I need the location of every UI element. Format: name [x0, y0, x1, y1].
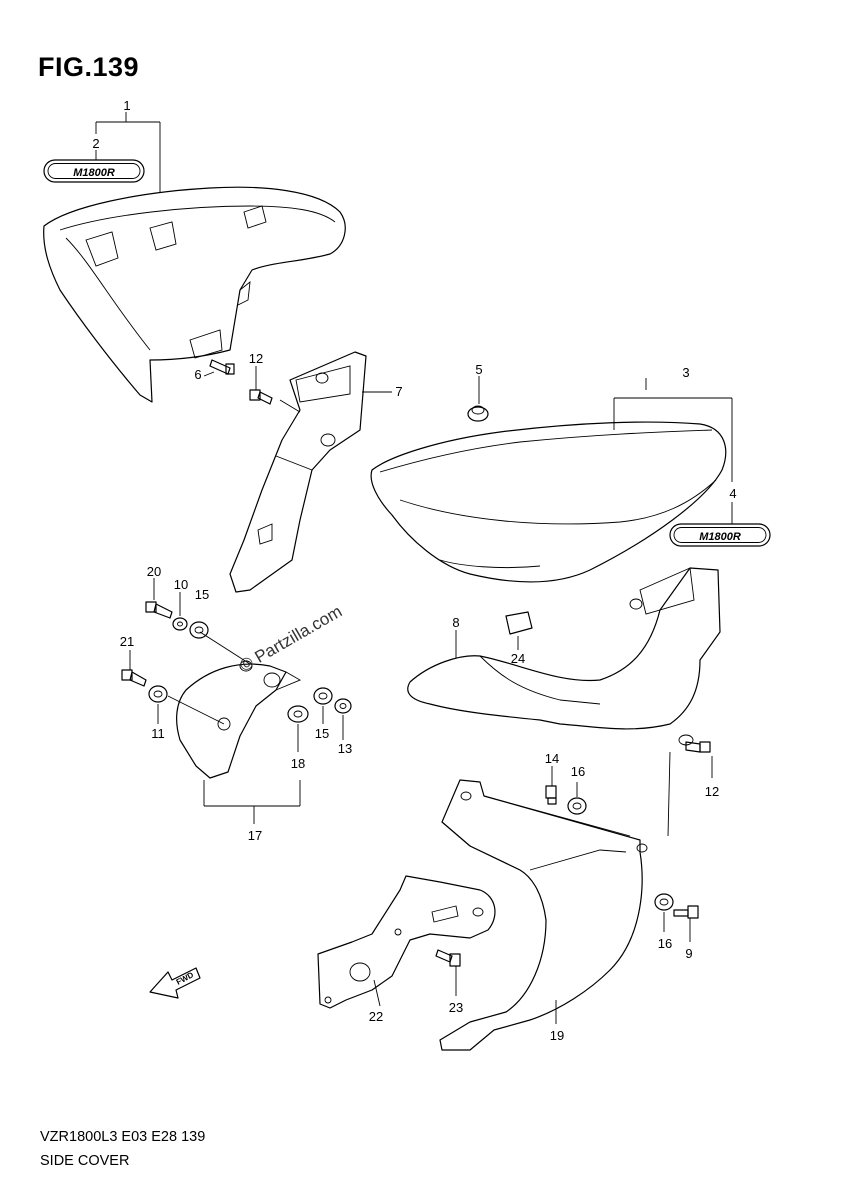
callout-6: 6 [194, 367, 201, 382]
callout-18: 18 [291, 756, 305, 771]
part-2-emblem[interactable]: M1800R [43, 159, 145, 183]
callout-labels: 1 2 3 4 5 6 7 8 9 10 11 12 12 13 14 15 1… [92, 98, 736, 1043]
callout-13: 13 [338, 741, 352, 756]
callout-24: 24 [511, 651, 525, 666]
callout-12-top: 12 [249, 351, 263, 366]
footer-model-line: VZR1800L3 E03 E28 139 [40, 1129, 206, 1145]
part-5-grommet[interactable] [467, 405, 489, 422]
callout-11: 11 [151, 726, 165, 741]
callout-14: 14 [545, 751, 559, 766]
callout-7: 7 [395, 384, 402, 399]
fwd-label: FWD [175, 970, 196, 987]
callout-4: 4 [729, 486, 736, 501]
part-18-washer[interactable] [287, 705, 309, 723]
part-4-emblem[interactable]: M1800R [669, 523, 771, 547]
callout-9: 9 [685, 946, 692, 961]
callout-19: 19 [550, 1028, 564, 1043]
figure-title: FIG.139 [38, 52, 140, 82]
leader-lines [95, 112, 733, 1024]
callout-21: 21 [120, 634, 134, 649]
part-15b-grommet[interactable] [313, 687, 333, 705]
part-12a-bolt[interactable] [249, 389, 273, 405]
part-7-bracket[interactable] [229, 351, 367, 593]
callout-20: 20 [147, 564, 161, 579]
part-16a-grommet[interactable] [567, 797, 587, 815]
fwd-arrow-icon: FWD [149, 967, 201, 999]
callout-15-right: 15 [315, 726, 329, 741]
part-1-side-cover-left[interactable] [43, 186, 346, 403]
part-13-collar[interactable] [334, 698, 352, 714]
emblem-text-top: M1800R [73, 167, 115, 179]
part-6-screw[interactable] [209, 359, 235, 375]
emblem-text-right: M1800R [699, 531, 741, 543]
callout-17: 17 [248, 828, 262, 843]
part-22-plate[interactable] [317, 875, 496, 1009]
callout-22: 22 [369, 1009, 383, 1024]
part-23-bolt[interactable] [435, 949, 461, 967]
callout-3: 3 [682, 365, 689, 380]
part-15a-grommet[interactable] [189, 621, 209, 639]
part-16b-grommet[interactable] [654, 893, 674, 911]
part-17-guard-assembly[interactable] [176, 660, 302, 779]
callout-10: 10 [174, 577, 188, 592]
callout-23: 23 [449, 1000, 463, 1015]
part-11-grommet[interactable] [148, 685, 168, 703]
part-20-bolt[interactable] [145, 601, 173, 619]
callout-8: 8 [452, 615, 459, 630]
callout-12-right: 12 [705, 784, 719, 799]
part-24-pad[interactable] [505, 611, 533, 635]
callout-16-top: 16 [571, 764, 585, 779]
part-3-side-cover-right[interactable] [370, 421, 727, 583]
callout-2: 2 [92, 136, 99, 151]
watermark-text: © Partzilla.com [237, 602, 346, 676]
callout-16-bottom: 16 [658, 936, 672, 951]
footer-section-name: SIDE COVER [40, 1153, 130, 1169]
part-8-lower-panel[interactable] [407, 567, 721, 746]
part-14-bolt[interactable] [545, 785, 557, 805]
callout-5: 5 [475, 362, 482, 377]
part-9-bolt[interactable] [673, 905, 699, 919]
part-21-bolt[interactable] [121, 669, 147, 687]
callout-1: 1 [123, 98, 130, 113]
callout-15-left: 15 [195, 587, 209, 602]
part-10-washer[interactable] [172, 617, 188, 631]
part-12b-bolt[interactable] [685, 741, 711, 753]
part-19-bracket[interactable] [439, 779, 648, 1051]
